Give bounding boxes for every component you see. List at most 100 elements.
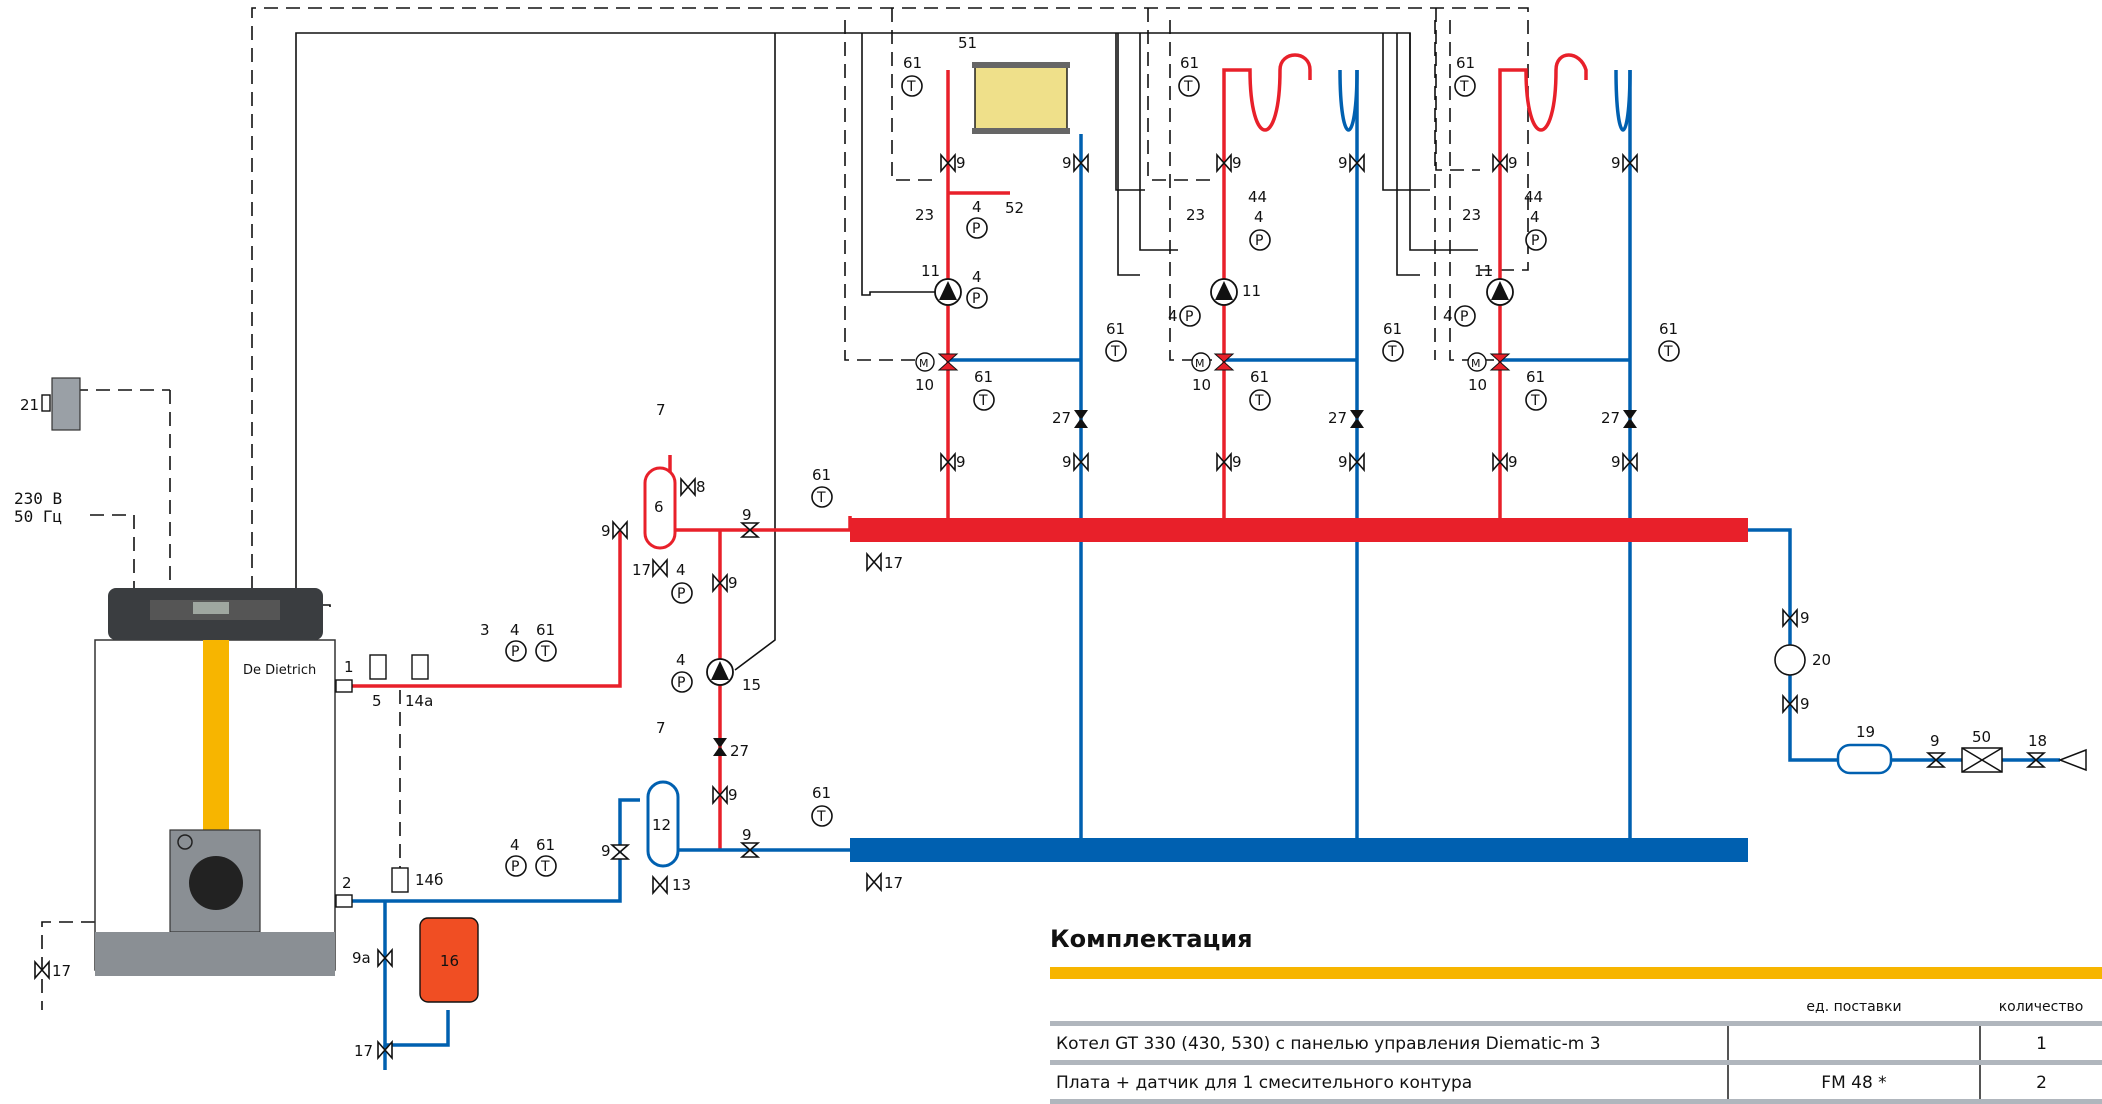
svg-text:T: T <box>906 79 916 95</box>
svg-text:23: 23 <box>915 206 934 224</box>
svg-text:14б: 14б <box>415 871 443 889</box>
svg-text:9: 9 <box>956 154 966 172</box>
svg-text:4: 4 <box>510 621 520 639</box>
svg-text:19: 19 <box>1856 723 1875 741</box>
svg-text:18: 18 <box>2028 732 2047 750</box>
svg-text:P: P <box>677 675 685 691</box>
svg-text:16: 16 <box>440 952 459 970</box>
table-row: Котел GT 330 (430, 530) с панелью управл… <box>1050 1023 2102 1065</box>
svg-text:9: 9 <box>1062 453 1072 471</box>
svg-text:T: T <box>816 809 826 825</box>
svg-text:11: 11 <box>921 262 940 280</box>
expansion-tank-16: 16 <box>419 917 479 1003</box>
svg-text:T: T <box>1459 79 1469 95</box>
svg-text:T: T <box>1110 344 1120 360</box>
svg-text:10: 10 <box>915 376 934 394</box>
svg-text:T: T <box>1254 393 1264 409</box>
svg-text:10: 10 <box>1192 376 1211 394</box>
table-row: Плата + датчик для 1 смесительного конту… <box>1050 1062 2102 1104</box>
svg-text:21: 21 <box>20 396 39 414</box>
svg-text:4: 4 <box>676 561 686 579</box>
svg-text:61: 61 <box>903 54 922 72</box>
svg-text:9: 9 <box>1062 154 1072 172</box>
col-header-unit: ед. поставки <box>1728 997 1980 1026</box>
svg-text:9: 9 <box>1338 453 1348 471</box>
svg-text:P: P <box>1460 309 1468 325</box>
svg-text:P: P <box>511 859 519 875</box>
svg-text:M: M <box>1471 357 1481 370</box>
svg-text:61: 61 <box>1526 368 1545 386</box>
tank-19 <box>1836 743 1893 775</box>
svg-text:27: 27 <box>730 742 749 760</box>
svg-text:M: M <box>1195 357 1205 370</box>
svg-text:27: 27 <box>1052 409 1071 427</box>
svg-text:1: 1 <box>344 658 354 676</box>
filter-50 <box>1961 747 2003 773</box>
svg-text:44: 44 <box>1248 188 1267 206</box>
separator-12: 12 <box>646 780 680 868</box>
svg-text:9: 9 <box>1338 154 1348 172</box>
svg-text:23: 23 <box>1186 206 1205 224</box>
svg-text:4: 4 <box>972 268 982 286</box>
svg-text:61: 61 <box>812 784 831 802</box>
svg-text:17: 17 <box>632 561 651 579</box>
svg-text:T: T <box>816 490 826 506</box>
gauges <box>505 75 1806 877</box>
supply-connection <box>2057 748 2087 772</box>
svg-text:T: T <box>1387 344 1397 360</box>
svg-text:9: 9 <box>1800 609 1810 627</box>
control-wiring-solid <box>295 32 1478 671</box>
voltage-label: 230 В <box>14 489 62 508</box>
return-pipes <box>336 69 2060 1070</box>
svg-text:17: 17 <box>354 1042 373 1060</box>
brand-label: De Dietrich <box>243 663 316 678</box>
svg-text:P: P <box>972 291 980 307</box>
svg-text:9: 9 <box>601 522 611 540</box>
svg-text:9: 9 <box>728 786 738 804</box>
svg-text:50: 50 <box>1972 728 1991 746</box>
svg-text:4: 4 <box>1254 208 1264 226</box>
component-labels: 1 2 5 14a 14б 3 4 61 4 61 7 8 9 17 9 61 … <box>52 54 2047 1060</box>
svg-text:9: 9 <box>1611 453 1621 471</box>
title-underline <box>1050 967 2102 979</box>
table-header-row: ед. поставки количество <box>1050 997 2102 1026</box>
svg-text:T: T <box>1663 344 1673 360</box>
svg-text:17: 17 <box>884 874 903 892</box>
return-collector <box>850 838 1748 862</box>
svg-text:T: T <box>978 393 988 409</box>
svg-text:9: 9 <box>1508 453 1518 471</box>
svg-text:12: 12 <box>652 816 671 834</box>
svg-text:6: 6 <box>654 498 664 516</box>
radiator-51: 51 <box>958 34 1070 134</box>
svg-text:4: 4 <box>1530 208 1540 226</box>
svg-text:20: 20 <box>1812 651 1831 669</box>
svg-text:61: 61 <box>1180 54 1199 72</box>
svg-text:9: 9 <box>601 842 611 860</box>
frequency-label: 50 Гц <box>14 507 62 526</box>
svg-text:9: 9 <box>1611 154 1621 172</box>
gauge-symbols: P T P T T T P P T P P T T T P P T T T P … <box>511 79 1673 875</box>
svg-text:10: 10 <box>1468 376 1487 394</box>
svg-text:61: 61 <box>974 368 993 386</box>
svg-text:P: P <box>972 221 980 237</box>
svg-text:5: 5 <box>372 692 382 710</box>
isolation-valves <box>34 154 2045 1059</box>
svg-text:P: P <box>1531 233 1539 249</box>
heating-schematic: De Dietrich 21 230 В 50 Гц 6 12 16 51 <box>14 7 2087 1070</box>
svg-text:9: 9 <box>1232 154 1242 172</box>
svg-text:9: 9 <box>1232 453 1242 471</box>
svg-text:7: 7 <box>656 401 666 419</box>
svg-text:15: 15 <box>742 676 761 694</box>
col-header-item <box>1050 997 1728 1026</box>
svg-text:T: T <box>1530 393 1540 409</box>
svg-text:2: 2 <box>342 874 352 892</box>
svg-text:17: 17 <box>884 554 903 572</box>
svg-text:3: 3 <box>480 621 490 639</box>
svg-text:11: 11 <box>1242 282 1261 300</box>
svg-text:4: 4 <box>1443 307 1453 325</box>
pump-11-c <box>1486 278 1514 306</box>
svg-text:61: 61 <box>1106 320 1125 338</box>
mixing-valves-10 <box>915 352 1511 372</box>
svg-text:14a: 14a <box>405 692 433 710</box>
svg-text:23: 23 <box>1462 206 1481 224</box>
